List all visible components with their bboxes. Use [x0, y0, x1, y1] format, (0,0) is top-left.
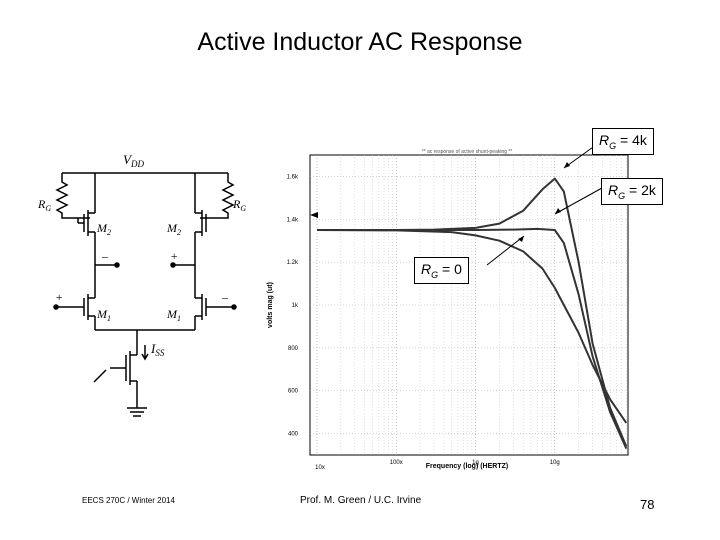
- callout-rg-2k: RG = 2k: [601, 178, 663, 205]
- y-tick-label: 1.2k: [287, 260, 299, 266]
- series-lines: [316, 177, 628, 450]
- iss-label: ISS: [150, 341, 165, 358]
- grid: [310, 155, 628, 455]
- x-axis-label: Frequency (log) (HERTZ): [426, 463, 508, 470]
- m2-left-label: M2: [96, 221, 111, 237]
- m1-right-label: M1: [166, 307, 181, 323]
- arrow-0: [486, 235, 525, 266]
- x-tick-label: 1g: [472, 460, 479, 466]
- x-tick-label: 100x: [390, 460, 403, 466]
- series-line-2: [316, 229, 628, 424]
- resistor-rg-right: [200, 173, 235, 219]
- slide-title: Active Inductor AC Response: [197, 28, 523, 56]
- page-number: 78: [640, 497, 655, 512]
- arrow-2k: [554, 187, 603, 215]
- y-tick-label: 400: [288, 432, 299, 438]
- svg-text:–: –: [101, 249, 109, 263]
- chart-title: ** ac response of active shunt-peaking *…: [422, 149, 513, 155]
- rg-right-label: RG: [232, 197, 246, 213]
- x-tick-label: 10g: [550, 460, 560, 466]
- y-axis-label: volts mag (ut): [267, 282, 274, 328]
- y-tick-label: 1k: [292, 303, 299, 309]
- svg-text:–: –: [221, 290, 229, 304]
- y-tick-label: 800: [288, 346, 299, 352]
- x-tick-labels: 10x 100x 1g 10g: [315, 460, 560, 471]
- m2-right-label: M2: [166, 221, 181, 237]
- y-tick-label: 1.6k: [287, 174, 299, 180]
- svg-text:+: +: [170, 249, 178, 263]
- svg-text:+: +: [55, 290, 63, 304]
- arrow-4k: [563, 144, 597, 169]
- y-tick-label: 1.4k: [287, 217, 299, 223]
- rg-left-label: RG: [37, 197, 51, 213]
- circuit-schematic: VDD RG RG M2 M2 – + + M1 – M1: [37, 152, 246, 417]
- y-tick-labels: 400 600 800 1k 1.2k 1.4k 1.6k: [287, 174, 299, 437]
- callout-rg-0: RG = 0: [414, 257, 469, 284]
- footer-course: EECS 270C / Winter 2014: [82, 496, 175, 505]
- m1-left-label: M1: [96, 307, 111, 323]
- start-arrow-icon: [310, 212, 318, 218]
- resistor-rg-left: [55, 173, 90, 219]
- bias-input: [93, 369, 107, 383]
- y-tick-label: 600: [288, 389, 299, 395]
- footer-author: Prof. M. Green / U.C. Irvine: [300, 495, 422, 506]
- ac-response-chart: 400 600 800 1k 1.2k 1.4k 1.6k 10x 100x 1g 10g ** …: [267, 144, 629, 471]
- x-tick-label: 10x: [315, 465, 325, 471]
- vdd-label: VDD: [123, 152, 144, 169]
- callout-rg-4k: RG = 4k: [592, 128, 654, 155]
